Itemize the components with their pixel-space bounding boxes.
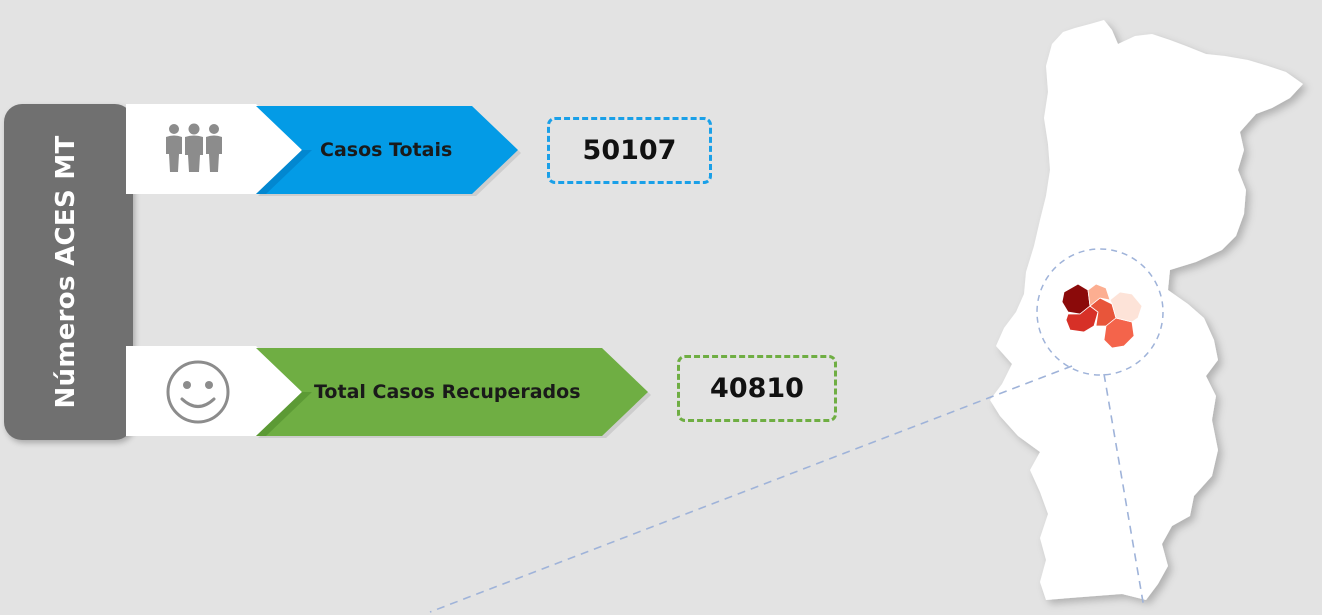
aces-mt-region — [1061, 283, 1143, 349]
card-label: Casos Totais — [320, 139, 453, 161]
side-panel — [4, 104, 133, 440]
zoom-line-right — [1103, 373, 1145, 609]
smiley-icon — [166, 360, 230, 424]
casos-totais-value: 50107 — [547, 117, 712, 184]
card-arrow-shape — [126, 346, 651, 438]
card-label: Total Casos Recuperados — [314, 381, 581, 403]
people-icon — [166, 123, 222, 172]
casos-recuperados-value: 40810 — [677, 355, 837, 422]
card-casos-totais: Casos Totais — [126, 104, 526, 196]
zoom-circle — [1036, 248, 1164, 376]
portugal-outline — [990, 20, 1303, 600]
zoom-line-left — [429, 365, 1073, 613]
card-casos-recuperados: Total Casos Recuperados — [126, 346, 656, 438]
